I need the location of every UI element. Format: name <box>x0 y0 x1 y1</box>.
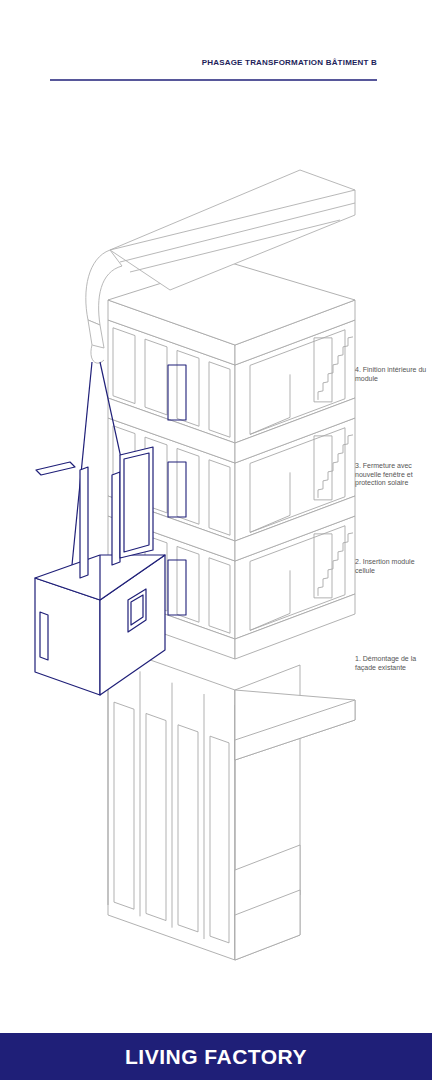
step-label: 2. Insertion module cellule <box>355 558 428 575</box>
building-line <box>146 713 166 920</box>
building-line <box>172 683 173 928</box>
step-label: 3. Fermeture avec nouvelle fenêtre et pr… <box>355 462 428 488</box>
stair-symbol <box>318 337 353 400</box>
building-line <box>113 328 135 404</box>
building-line <box>178 725 198 932</box>
window-frame <box>168 462 186 517</box>
title-rule <box>50 79 377 81</box>
stair-symbol <box>318 435 353 498</box>
building-line <box>140 671 141 916</box>
stair-symbol <box>318 533 353 596</box>
page-title: PHASAGE TRANSFORMATION BÂTIMENT B <box>202 58 377 67</box>
building-line <box>209 460 230 535</box>
building-line <box>235 594 355 659</box>
stair-frame <box>314 436 332 500</box>
building-line <box>145 339 167 415</box>
step-label: 1. Démontage de la façade existante <box>355 655 428 672</box>
building-line <box>209 558 230 633</box>
building-line <box>235 690 355 760</box>
stair-frame <box>314 338 332 402</box>
building-line <box>114 702 134 909</box>
building-line <box>235 700 355 760</box>
footer-band: LIVING FACTORY <box>0 1033 432 1080</box>
building-line <box>210 736 229 943</box>
step-label: 4. Finition intérieure du module <box>355 366 428 383</box>
window-frame <box>168 560 186 615</box>
building-line <box>235 398 355 463</box>
building-line <box>290 374 291 417</box>
footer-title: LIVING FACTORY <box>125 1045 307 1069</box>
building-line <box>209 362 230 437</box>
module-cell <box>35 362 165 695</box>
building <box>108 262 355 960</box>
building-line <box>235 890 300 960</box>
building-line <box>177 350 199 426</box>
building-line <box>235 496 355 561</box>
building-line <box>177 546 199 622</box>
stair-frame <box>314 534 332 598</box>
building-line <box>108 645 235 960</box>
building-line <box>177 448 199 524</box>
building-line <box>204 694 205 939</box>
building-line <box>108 660 109 905</box>
building-line <box>290 570 291 613</box>
crane <box>86 170 355 363</box>
building-line <box>108 262 355 345</box>
window-frame <box>168 365 186 420</box>
building-line <box>290 472 291 515</box>
